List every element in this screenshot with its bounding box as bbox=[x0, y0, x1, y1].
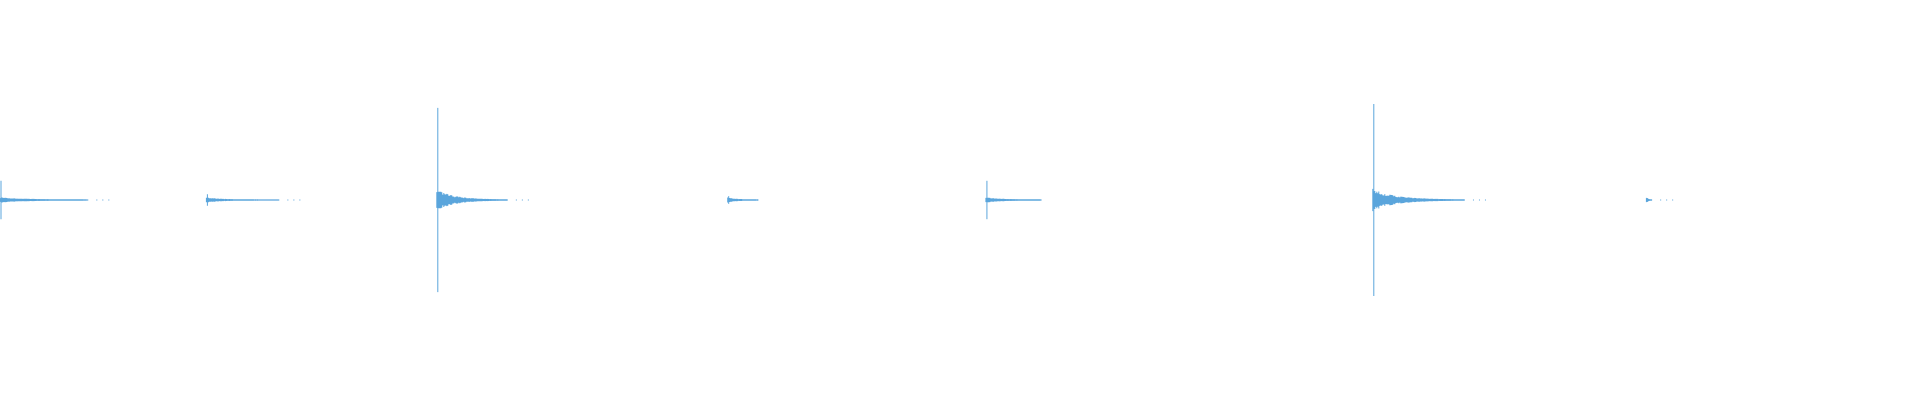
waveform-envelope bbox=[1372, 188, 1465, 212]
waveform-envelope bbox=[985, 197, 1042, 203]
waveform-burst bbox=[436, 107, 529, 293]
waveform-envelope bbox=[727, 197, 759, 203]
waveform-envelope bbox=[436, 191, 508, 209]
waveform-burst bbox=[1372, 104, 1486, 296]
waveform-burst bbox=[985, 180, 1042, 220]
waveform-burst bbox=[0, 180, 110, 220]
waveform-burst bbox=[727, 196, 759, 204]
waveform-envelope bbox=[0, 197, 88, 203]
waveform-burst bbox=[1645, 197, 1674, 203]
waveform-envelope bbox=[1645, 197, 1652, 203]
waveform-envelope bbox=[205, 197, 279, 203]
waveform-burst bbox=[205, 194, 301, 206]
